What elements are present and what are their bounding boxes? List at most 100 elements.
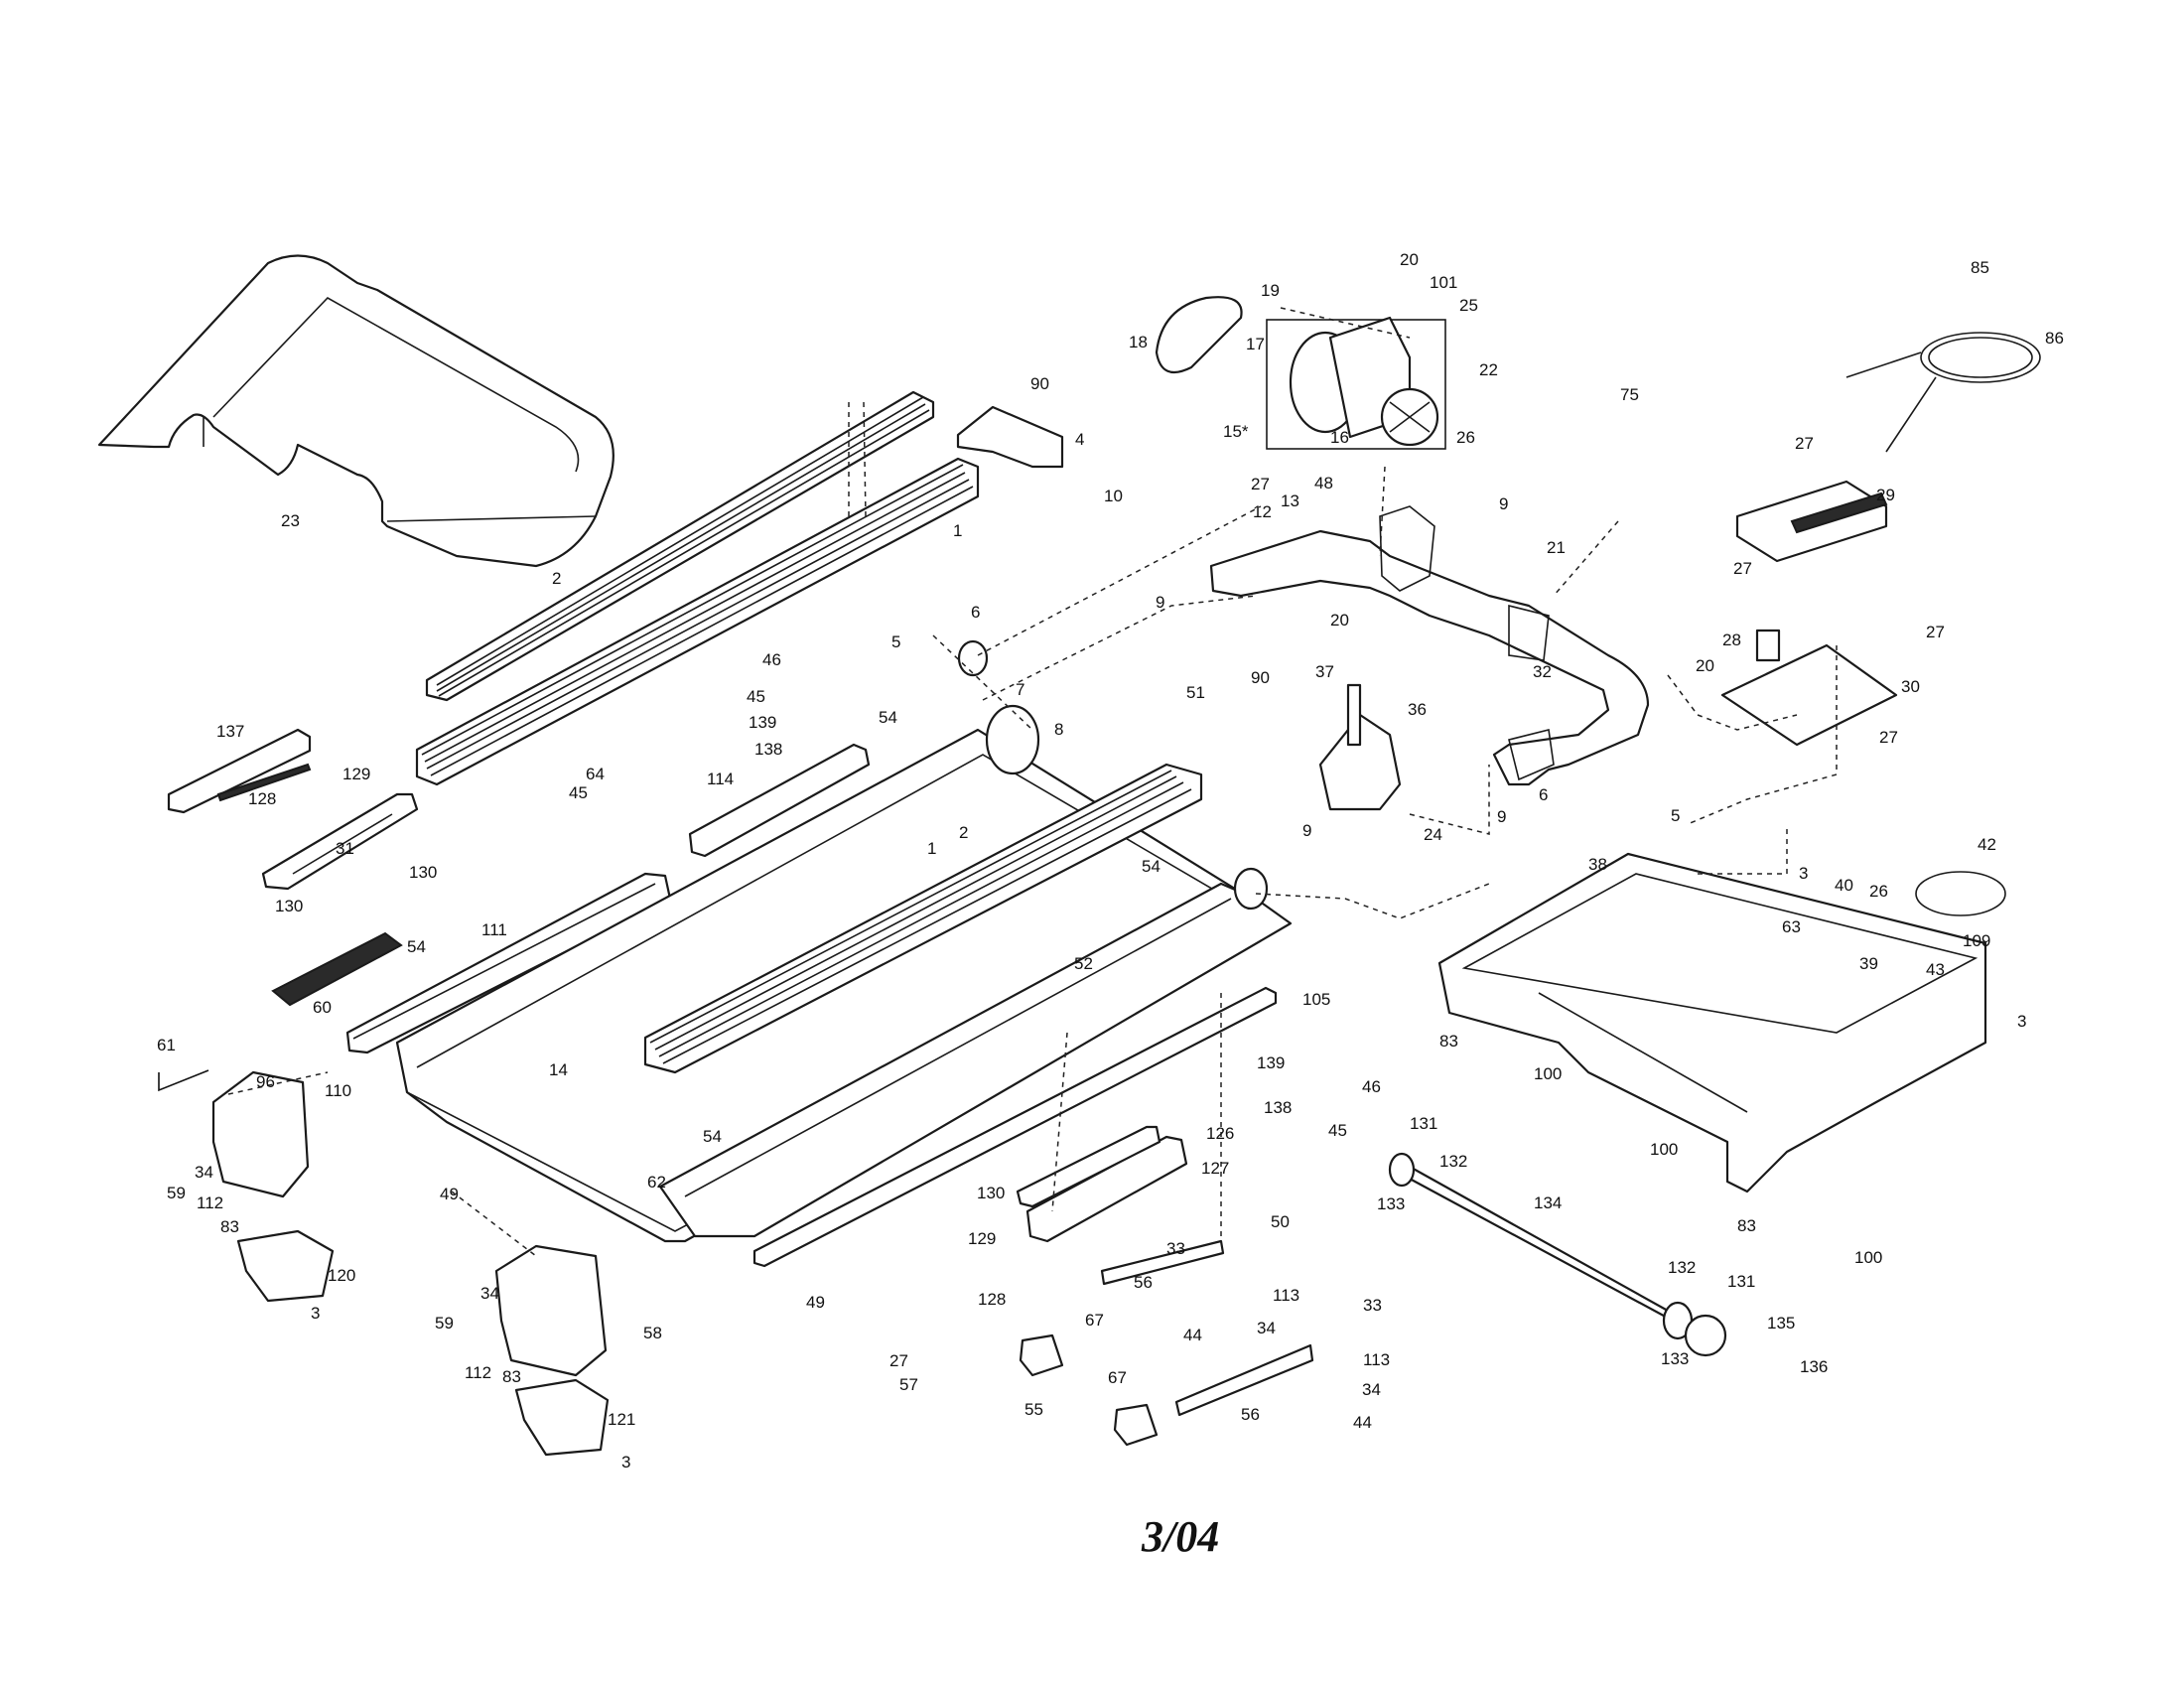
callout-129a: 129 xyxy=(342,765,370,783)
callout-30: 30 xyxy=(1901,677,1920,696)
callout-5a: 5 xyxy=(891,632,900,651)
callout-109: 109 xyxy=(1963,931,1990,950)
callout-27c: 27 xyxy=(1733,559,1752,578)
callout-6a: 6 xyxy=(971,603,980,622)
callout-8: 8 xyxy=(1054,720,1063,739)
callout-37: 37 xyxy=(1315,662,1334,681)
callout-131a: 131 xyxy=(1410,1114,1437,1133)
right-rail xyxy=(643,763,1203,1074)
callout-5b: 5 xyxy=(1671,806,1680,825)
rail-127 xyxy=(1025,1135,1188,1243)
incline-axle-134 xyxy=(1388,1152,1727,1357)
callout-83a: 83 xyxy=(1439,1032,1458,1051)
callout-1b: 1 xyxy=(927,839,936,858)
callout-113a: 113 xyxy=(1273,1286,1299,1305)
callout-101: 101 xyxy=(1430,273,1457,292)
callout-26b: 26 xyxy=(1869,882,1888,901)
side-rail-left xyxy=(425,390,935,702)
callout-39: 39 xyxy=(1859,954,1878,973)
pulley-8 xyxy=(985,704,1040,775)
callout-96: 96 xyxy=(256,1072,275,1091)
callout-42: 42 xyxy=(1978,835,1996,854)
callout-75: 75 xyxy=(1620,385,1639,404)
roller-6 xyxy=(957,639,989,677)
callout-59b: 59 xyxy=(435,1314,454,1333)
callout-83c: 83 xyxy=(1737,1216,1756,1235)
callout-20a: 20 xyxy=(1400,250,1419,269)
callout-44b: 44 xyxy=(1353,1413,1372,1432)
controller-board-29 xyxy=(1735,480,1888,563)
callout-85: 85 xyxy=(1971,258,1989,277)
callout-9c: 9 xyxy=(1302,821,1311,840)
callout-6b: 6 xyxy=(1539,785,1548,804)
callout-13: 13 xyxy=(1281,491,1299,510)
callout-7: 7 xyxy=(1016,680,1024,699)
frame-rail-105 xyxy=(752,986,1278,1268)
callout-135: 135 xyxy=(1767,1314,1795,1333)
callout-49a: 49 xyxy=(440,1185,459,1203)
callout-43: 43 xyxy=(1926,960,1945,979)
deck-board-52 xyxy=(658,882,1293,1238)
foot-bracket-56b xyxy=(1174,1343,1314,1417)
cushion-114 xyxy=(688,743,871,858)
callout-132b: 132 xyxy=(1668,1258,1696,1277)
strip-129 xyxy=(216,763,312,802)
transformer-28 xyxy=(1755,629,1781,662)
callout-120: 120 xyxy=(328,1266,355,1285)
callout-3b: 3 xyxy=(2017,1012,2026,1031)
callout-44a: 44 xyxy=(1183,1326,1202,1344)
callout-48: 48 xyxy=(1314,474,1333,492)
grip-pad-60 xyxy=(271,931,403,1007)
callout-59a: 59 xyxy=(167,1184,186,1202)
callout-111: 111 xyxy=(481,920,507,939)
callout-40: 40 xyxy=(1835,876,1853,895)
callout-21: 21 xyxy=(1547,538,1566,557)
callout-1a: 1 xyxy=(953,521,962,540)
callout-127: 127 xyxy=(1201,1159,1229,1178)
callout-83d: 83 xyxy=(502,1367,521,1386)
callout-137: 137 xyxy=(216,722,244,741)
motor-hood-part xyxy=(97,254,614,568)
power-cord-42 xyxy=(1915,871,2006,916)
callout-46a: 46 xyxy=(762,650,781,669)
callout-100b: 100 xyxy=(1650,1140,1678,1159)
callout-51: 51 xyxy=(1186,683,1205,702)
callout-138a: 138 xyxy=(754,740,782,759)
leveler-55b xyxy=(1113,1403,1159,1447)
callout-16: 16 xyxy=(1330,428,1349,447)
callout-9d: 9 xyxy=(1497,807,1506,826)
callout-34b: 34 xyxy=(1257,1319,1276,1337)
callout-128b: 128 xyxy=(978,1290,1006,1309)
callout-45a: 45 xyxy=(747,687,765,706)
callout-12: 12 xyxy=(1253,502,1272,521)
callout-139b: 139 xyxy=(1257,1053,1285,1072)
callout-54c: 54 xyxy=(407,937,426,956)
callout-27b: 27 xyxy=(1251,475,1270,493)
callout-130b: 130 xyxy=(275,897,303,915)
callout-25: 25 xyxy=(1459,296,1478,315)
callout-34d: 34 xyxy=(1362,1380,1381,1399)
callout-90b: 90 xyxy=(1251,668,1270,687)
callout-86: 86 xyxy=(2045,329,2064,348)
leveler-55a xyxy=(1019,1333,1064,1377)
callout-4: 4 xyxy=(1075,430,1084,449)
rear-roller xyxy=(1233,867,1269,911)
callout-24: 24 xyxy=(1424,825,1442,844)
callout-139a: 139 xyxy=(749,713,776,732)
drive-belt-18 xyxy=(1155,296,1243,374)
callout-45b: 45 xyxy=(569,783,588,802)
callout-134: 134 xyxy=(1534,1193,1562,1212)
callout-9a: 9 xyxy=(1499,494,1508,513)
callout-52: 52 xyxy=(1074,954,1093,973)
callout-28: 28 xyxy=(1722,631,1741,649)
callout-27d: 27 xyxy=(1926,623,1945,641)
foot-bracket-56a xyxy=(1100,1239,1225,1286)
callout-131b: 131 xyxy=(1727,1272,1755,1291)
callout-67b: 67 xyxy=(1108,1368,1127,1387)
callout-50: 50 xyxy=(1271,1212,1290,1231)
callout-64: 64 xyxy=(586,765,605,783)
callout-27e: 27 xyxy=(1879,728,1898,747)
callout-33b: 33 xyxy=(1363,1296,1382,1315)
